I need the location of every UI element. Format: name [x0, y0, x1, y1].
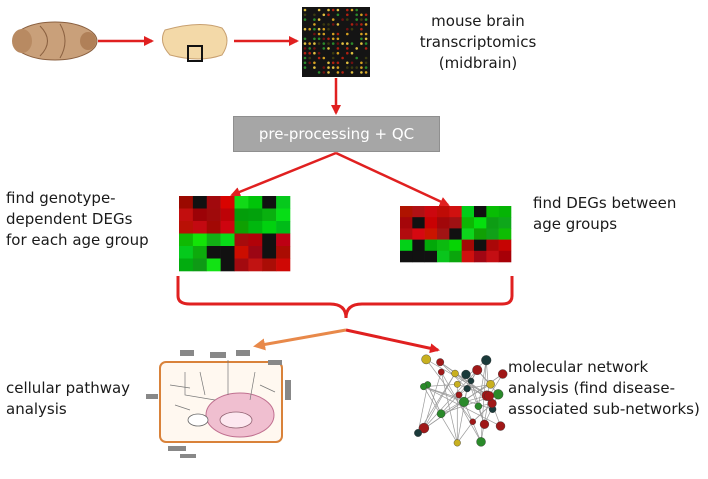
midbrain-region-box	[187, 45, 203, 62]
network-label: molecular network analysis (find disease…	[508, 358, 700, 418]
pathway-label: cellular pathway analysis	[6, 379, 131, 418]
arrow-to-age-heatmap	[335, 151, 450, 207]
age-degs-label: find DEGs between age groups	[533, 194, 677, 233]
mouse-brain-image	[12, 21, 98, 61]
brain-slice-image	[161, 24, 228, 62]
pathway-diagram-image	[146, 350, 291, 458]
genotype-heatmap	[179, 196, 291, 272]
preprocessing-label: pre-processing + QC	[258, 125, 415, 143]
molecular-network-image	[414, 354, 508, 447]
arrow-to-network	[345, 328, 440, 354]
arrow-to-genotype-heatmap	[230, 151, 337, 197]
genotype-degs-label: find genotype- dependent DEGs for each a…	[6, 189, 149, 249]
arrow-to-pathway	[253, 328, 347, 351]
age-heatmap	[400, 206, 512, 263]
preprocessing-box: pre-processing + QC	[233, 116, 440, 152]
microarray-image	[302, 7, 370, 77]
transcriptomics-label: mouse brain transcriptomics (midbrain)	[419, 12, 537, 72]
merge-bracket	[176, 276, 514, 319]
